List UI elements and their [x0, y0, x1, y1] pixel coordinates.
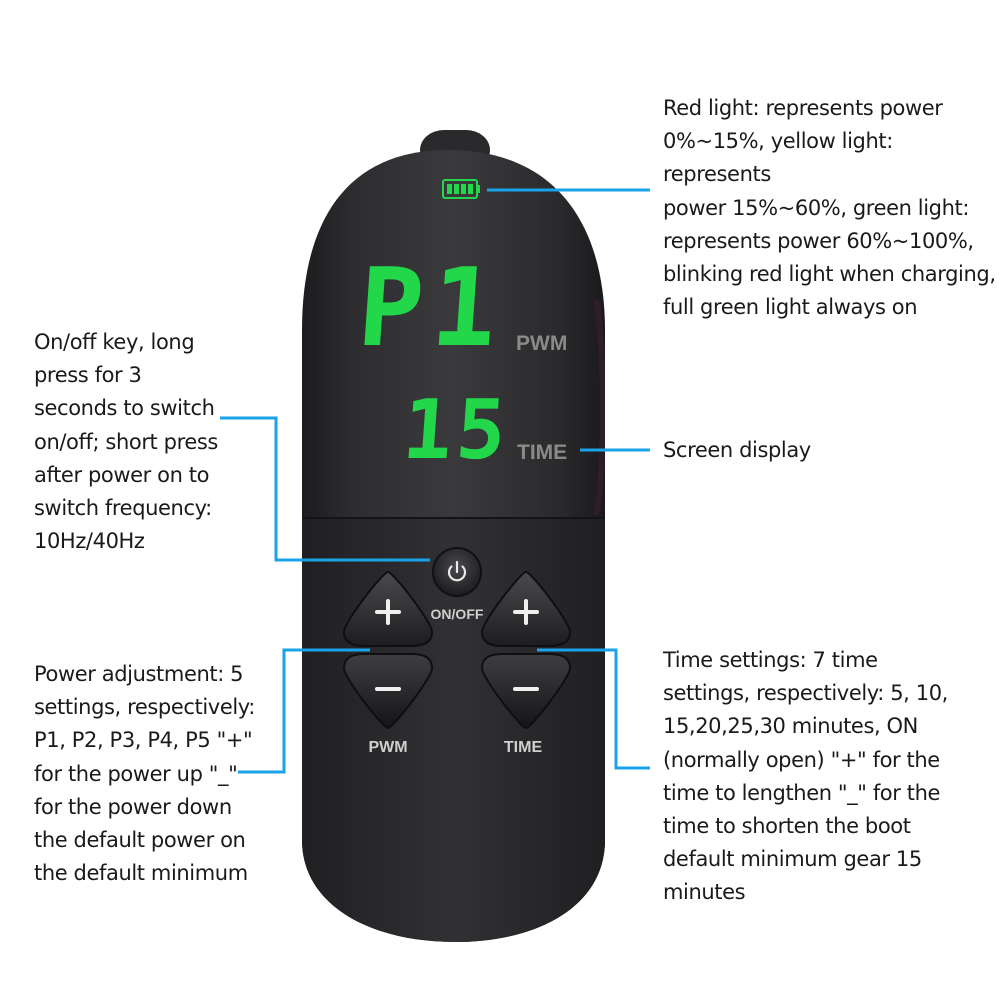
callout-line-onoff: [220, 416, 430, 562]
power-adjustment-description: Power adjustment: 5 settings, respective…: [34, 662, 255, 886]
time-button-label: TIME: [504, 739, 543, 756]
battery-indicator-description: Red light: represents power 0%~15%, yell…: [663, 96, 996, 320]
screen-display-description: Screen display: [663, 438, 811, 462]
callout-line-time: [537, 648, 650, 770]
pwm-up-button[interactable]: [342, 570, 434, 647]
power-button[interactable]: [432, 547, 482, 597]
onoff-key-description: On/off key, long press for 3 seconds to …: [34, 330, 218, 554]
power-button-label: ON/OFF: [431, 606, 484, 622]
callout-line-power: [238, 648, 370, 774]
time-up-button[interactable]: [480, 570, 572, 647]
pwm-down-button[interactable]: [342, 653, 434, 730]
plus-icon: [375, 599, 401, 625]
plus-icon: [513, 599, 539, 625]
time-settings-description: Time settings: 7 time settings, respecti…: [663, 648, 948, 905]
battery-full-icon: [442, 179, 480, 199]
power-icon: [447, 560, 467, 582]
lcd-mode-value: P1: [354, 245, 509, 371]
lcd-time-value: 15: [400, 383, 513, 478]
lcd-time-label: TIME: [517, 441, 567, 464]
lcd-mode-label: PWM: [516, 332, 567, 355]
pwm-button-label: PWM: [368, 739, 407, 756]
time-down-button[interactable]: [480, 653, 572, 730]
